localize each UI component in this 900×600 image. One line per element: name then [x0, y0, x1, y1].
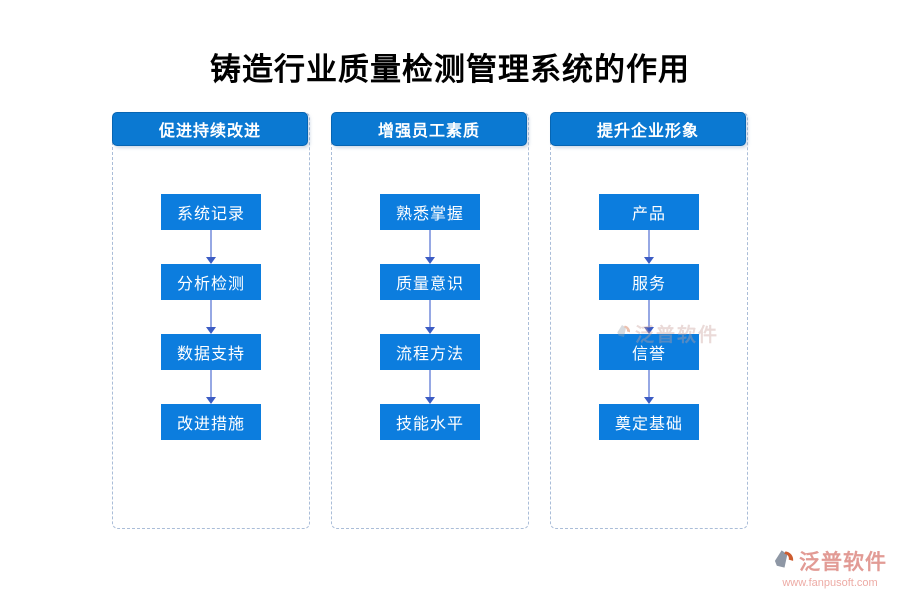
- step-box: 技能水平: [380, 404, 480, 440]
- arrow-down-icon: [206, 300, 216, 334]
- column-header-corporate-image: 提升企业形象: [550, 112, 746, 146]
- step-box: 信誉: [599, 334, 699, 370]
- page-title: 铸造行业质量检测管理系统的作用: [210, 52, 690, 87]
- step-box: 系统记录: [161, 194, 261, 230]
- flow-employee-quality: 熟悉掌握 质量意识 流程方法 技能水平: [332, 194, 528, 440]
- step-box: 服务: [599, 264, 699, 300]
- step-box: 数据支持: [161, 334, 261, 370]
- arrow-down-icon: [425, 230, 435, 264]
- arrow-down-icon: [206, 230, 216, 264]
- arrow-down-icon: [644, 370, 654, 404]
- flow-corporate-image: 产品 服务 信誉 奠定基础: [551, 194, 747, 440]
- arrow-down-icon: [425, 370, 435, 404]
- column-corporate-image: 提升企业形象 产品 服务 信誉 奠定基础: [550, 112, 748, 529]
- column-header-continuous-improvement: 促进持续改进: [112, 112, 308, 146]
- arrow-down-icon: [425, 300, 435, 334]
- brand-watermark: 泛普软件 www.fanpusoft.com: [768, 546, 892, 589]
- step-box: 流程方法: [380, 334, 480, 370]
- arrow-down-icon: [644, 230, 654, 264]
- step-box: 分析检测: [161, 264, 261, 300]
- step-box: 奠定基础: [599, 404, 699, 440]
- step-box: 熟悉掌握: [380, 194, 480, 230]
- column-continuous-improvement: 促进持续改进 系统记录 分析检测 数据支持 改进措施: [112, 112, 310, 529]
- brand-name: 泛普软件: [799, 551, 887, 574]
- step-box: 改进措施: [161, 404, 261, 440]
- brand-url: www.fanpusoft.com: [782, 577, 878, 589]
- column-header-employee-quality: 增强员工素质: [331, 112, 527, 146]
- flow-continuous-improvement: 系统记录 分析检测 数据支持 改进措施: [113, 194, 309, 440]
- step-box: 质量意识: [380, 264, 480, 300]
- step-box: 产品: [599, 194, 699, 230]
- arrow-down-icon: [206, 370, 216, 404]
- column-employee-quality: 增强员工素质 熟悉掌握 质量意识 流程方法 技能水平: [331, 112, 529, 529]
- arrow-down-icon: [644, 300, 654, 334]
- columns-row: 促进持续改进 系统记录 分析检测 数据支持 改进措施 增强员工素质 熟悉掌握 质…: [112, 112, 748, 529]
- fanpu-logo-icon: [773, 547, 796, 576]
